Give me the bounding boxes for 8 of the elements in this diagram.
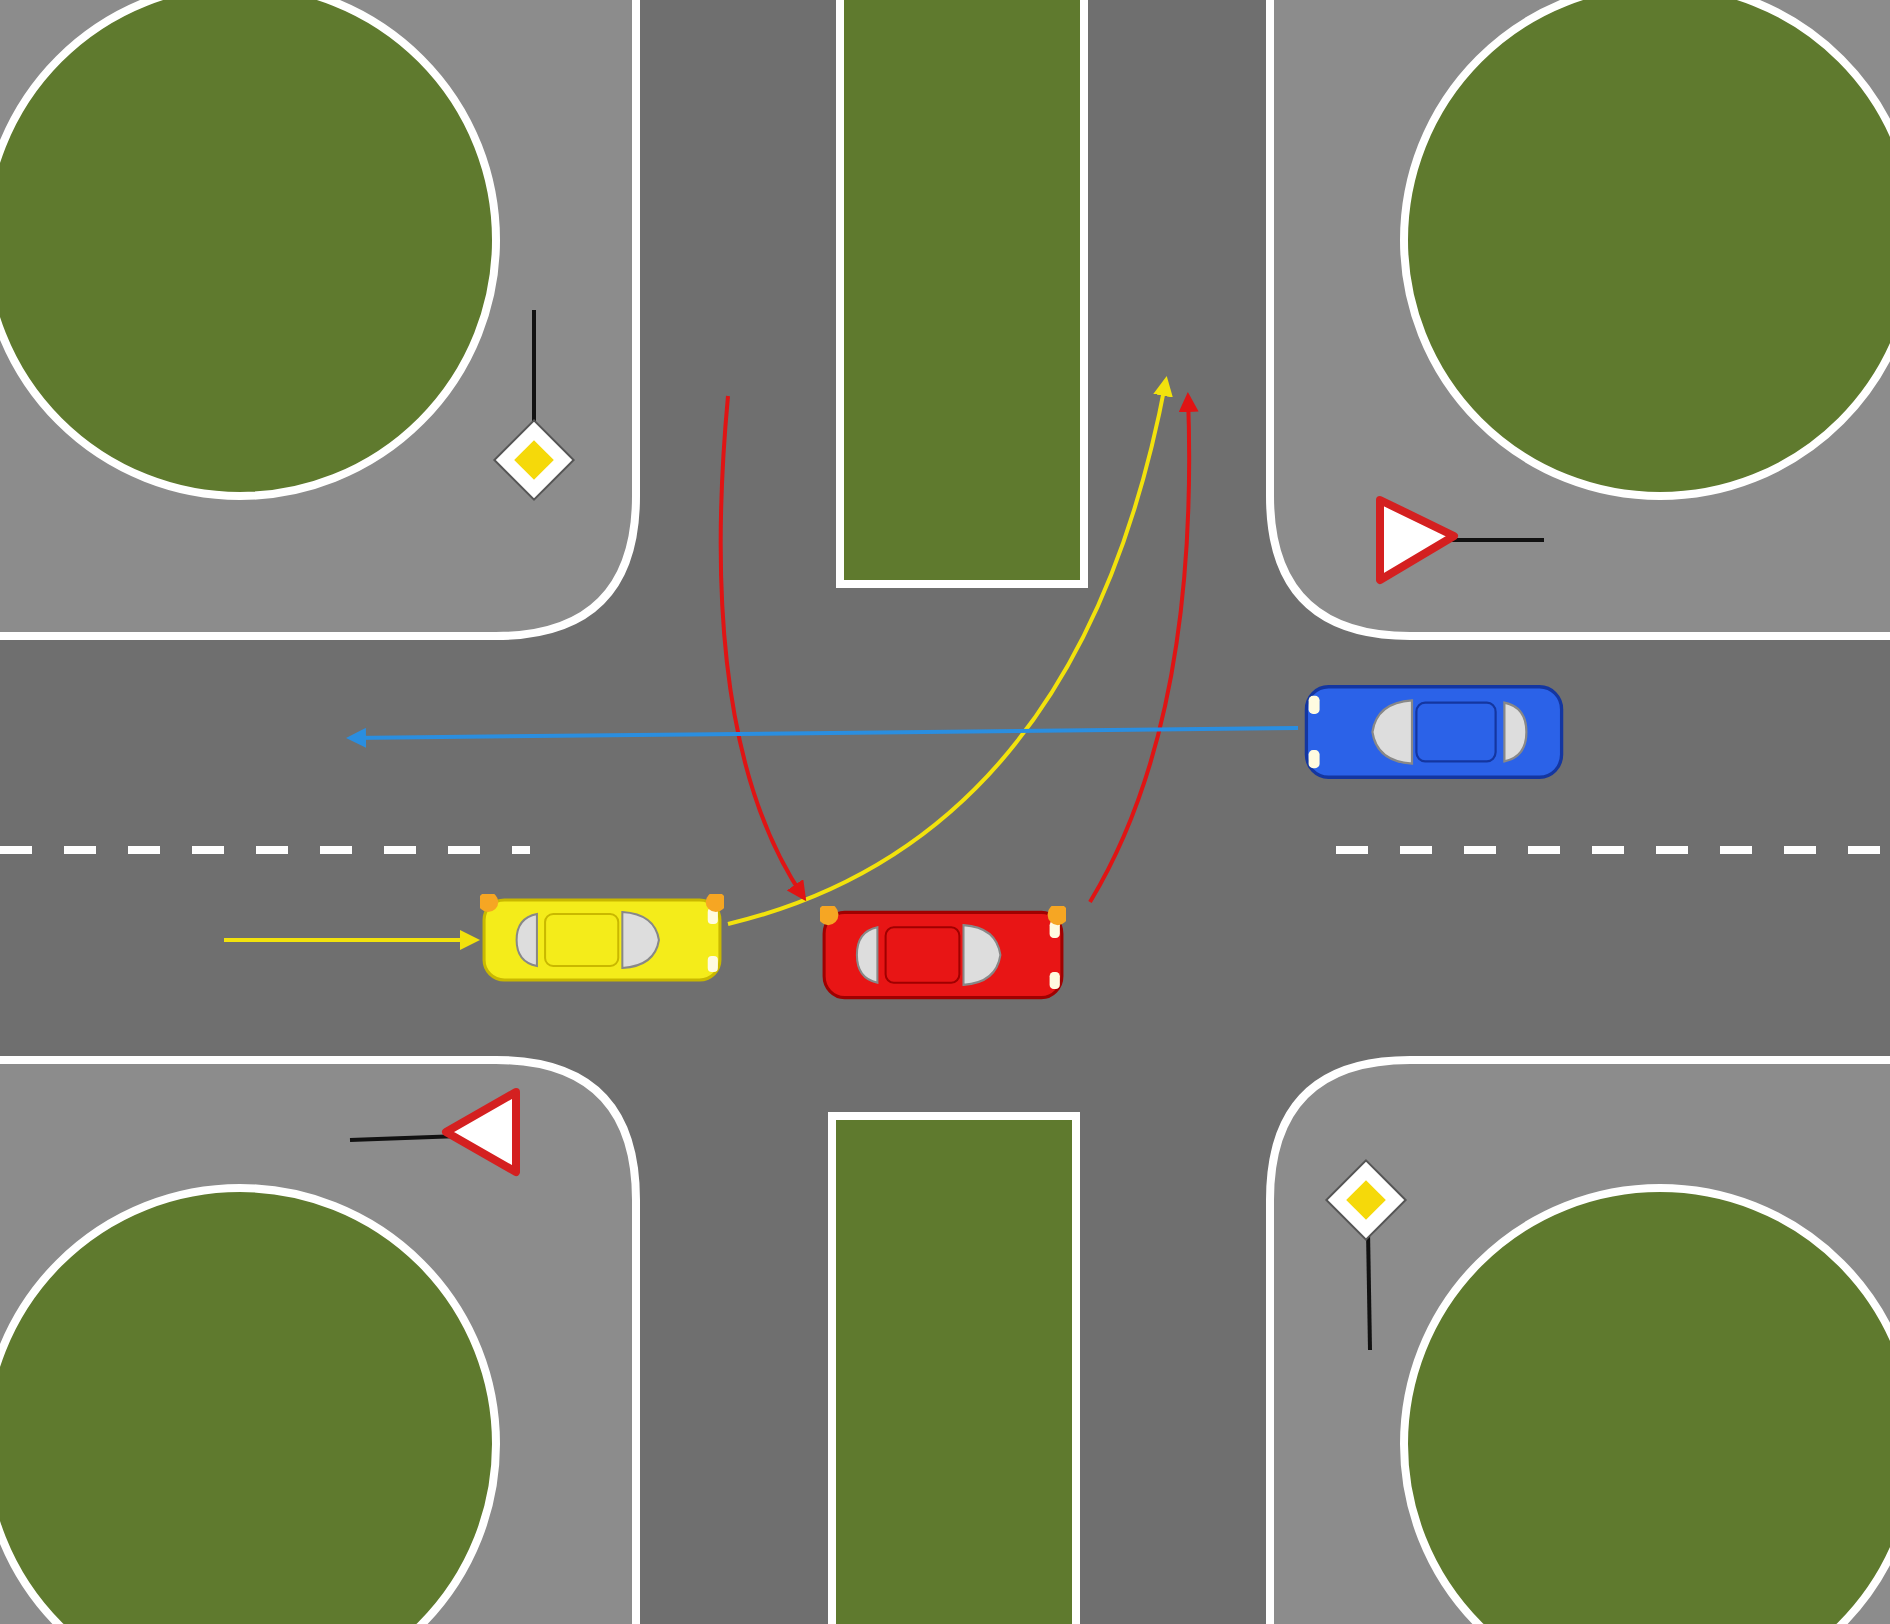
arrow [727,376,1173,926]
arrow [346,726,1299,748]
arrow [1088,392,1199,903]
car [480,894,724,986]
car [1302,680,1566,784]
arrow [718,395,807,902]
arrow [224,930,480,950]
car [820,906,1066,1004]
